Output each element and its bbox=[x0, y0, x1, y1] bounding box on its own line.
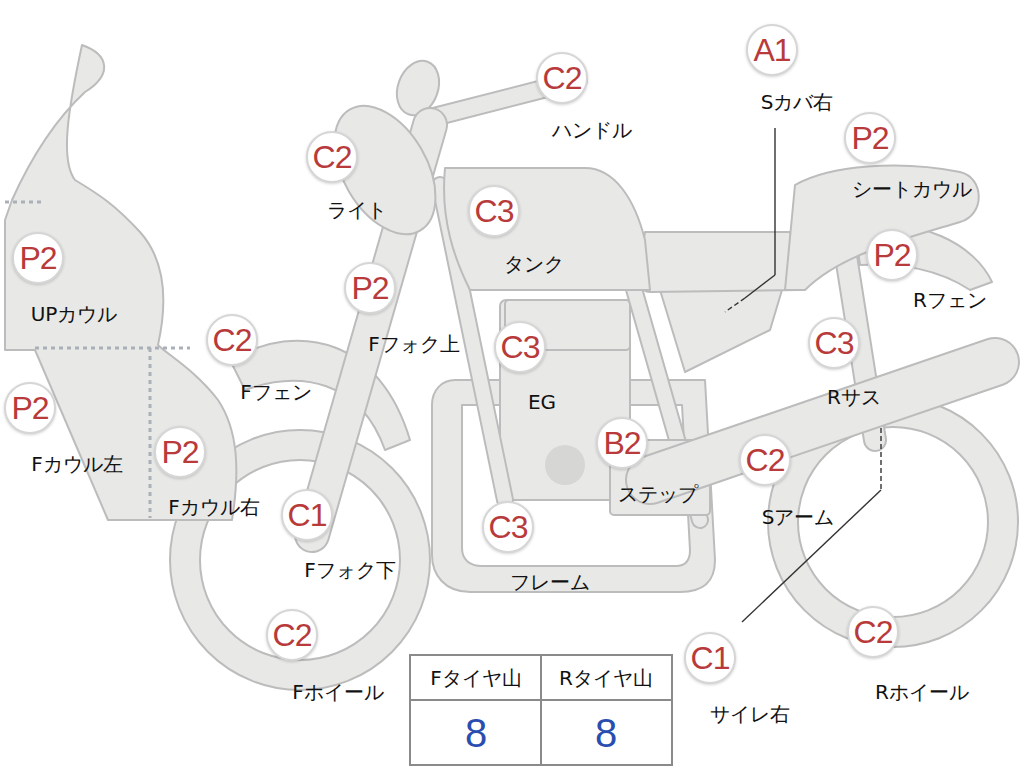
grade-circle: C1Fフォク下 bbox=[281, 489, 333, 541]
grade-code: C1 bbox=[283, 491, 331, 539]
part-name: ハンドル bbox=[552, 118, 632, 142]
part-name: Fホイール bbox=[292, 680, 384, 704]
grade-code: C1 bbox=[686, 634, 734, 682]
part-name: EG bbox=[528, 390, 556, 414]
part-name: UPカウル bbox=[31, 302, 118, 326]
grade-circle: C3フレーム bbox=[482, 501, 534, 553]
part-name: Fフォク上 bbox=[368, 332, 460, 356]
part-name: ステップ bbox=[618, 482, 698, 506]
grade-circle: C2ライト bbox=[306, 131, 358, 183]
part-name: Sカバ右 bbox=[761, 90, 834, 114]
grade-code: C3 bbox=[810, 319, 858, 367]
grade-code: C2 bbox=[308, 133, 356, 181]
grade-circle: P2シートカウル bbox=[844, 112, 896, 164]
part-name: タンク bbox=[504, 252, 564, 276]
part-name: シートカウル bbox=[852, 177, 972, 201]
part-name: ライト bbox=[327, 198, 387, 222]
grade-code: P2 bbox=[14, 234, 62, 282]
grade-code: C2 bbox=[208, 316, 256, 364]
grade-circle: C2Fフェン bbox=[206, 314, 258, 366]
grade-circle: C2Rホイール bbox=[847, 606, 899, 658]
grade-code: P2 bbox=[346, 264, 394, 312]
grade-code: C2 bbox=[538, 54, 586, 102]
tyre-depth-value: 8 bbox=[465, 711, 487, 756]
grade-code: C2 bbox=[268, 611, 316, 659]
grade-code: C2 bbox=[741, 436, 789, 484]
part-name: サイレ右 bbox=[710, 702, 790, 726]
part-name: Fフェン bbox=[240, 380, 312, 404]
grade-code: P2 bbox=[846, 114, 894, 162]
grade-circle: C3タンク bbox=[468, 185, 520, 237]
part-name: Rホイール bbox=[875, 680, 969, 704]
grade-circle: P2Rフェン bbox=[866, 229, 918, 281]
grade-circle: A1Sカバ右 bbox=[746, 24, 798, 76]
tyre-depth-value: 8 bbox=[595, 711, 617, 756]
grade-code: P2 bbox=[156, 428, 204, 476]
grade-circle: C3EG bbox=[494, 321, 546, 373]
grade-circle: C1サイレ右 bbox=[684, 632, 736, 684]
part-name: Fカウル右 bbox=[168, 495, 260, 519]
grade-code: A1 bbox=[748, 26, 796, 74]
grade-code: B2 bbox=[598, 419, 646, 467]
grade-code: C3 bbox=[496, 323, 544, 371]
grade-circle: C2Sアーム bbox=[739, 434, 791, 486]
part-name: フレーム bbox=[510, 570, 590, 594]
grade-circle: P2Fカウル左 bbox=[4, 382, 56, 434]
grade-circle: P2UPカウル bbox=[12, 232, 64, 284]
grade-circle: P2Fカウル右 bbox=[154, 426, 206, 478]
grade-circle: C2Fホイール bbox=[266, 609, 318, 661]
part-name: Sアーム bbox=[762, 505, 835, 529]
grade-code: C2 bbox=[849, 608, 897, 656]
grade-code: C3 bbox=[484, 503, 532, 551]
grade-circle: P2Fフォク上 bbox=[344, 262, 396, 314]
grade-circle: B2ステップ bbox=[596, 417, 648, 469]
grade-circle: C2ハンドル bbox=[536, 52, 588, 104]
table-header: Rタイヤ山 bbox=[559, 665, 653, 692]
part-name: Rフェン bbox=[913, 288, 987, 312]
table-header: Fタイヤ山 bbox=[430, 665, 522, 692]
part-name: Fフォク下 bbox=[304, 558, 396, 582]
grade-code: P2 bbox=[868, 231, 916, 279]
grade-code: C3 bbox=[470, 187, 518, 235]
part-name: Fカウル左 bbox=[31, 452, 123, 476]
grade-code: P2 bbox=[6, 384, 54, 432]
part-name: Rサス bbox=[827, 385, 881, 409]
grade-circle: C3Rサス bbox=[808, 317, 860, 369]
